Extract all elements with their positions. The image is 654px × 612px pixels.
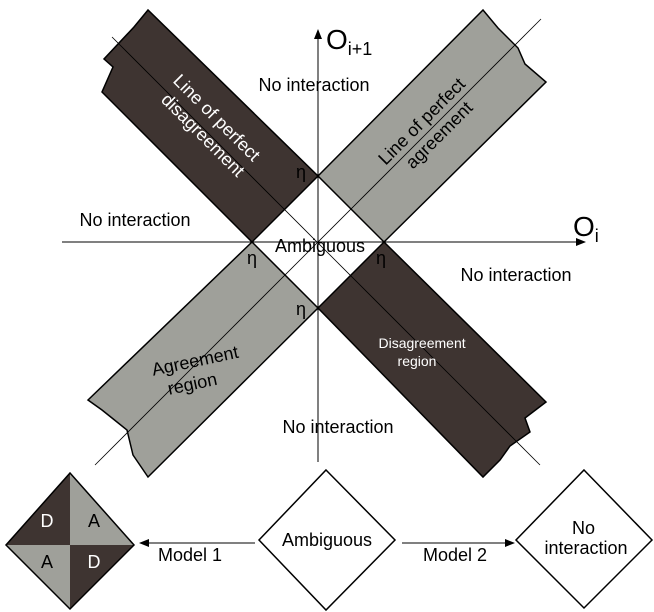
diamond-left-label: A bbox=[41, 552, 53, 572]
eta-marker-lower: η bbox=[296, 299, 306, 319]
ambiguous-diamond-label: Ambiguous bbox=[282, 530, 372, 550]
disagreement-region-label: Disagreement region bbox=[378, 335, 469, 369]
no-interaction-diamond: No interaction bbox=[514, 468, 654, 610]
disagreement-band-lower bbox=[316, 240, 548, 479]
eta-marker-right: η bbox=[376, 248, 386, 268]
line-of-perfect-disagreement bbox=[111, 36, 541, 466]
no-interaction-top: No interaction bbox=[258, 75, 369, 95]
ambiguous-center-label: Ambiguous bbox=[275, 236, 365, 256]
no-interaction-left: No interaction bbox=[79, 210, 190, 230]
agreement-band-lower bbox=[86, 240, 320, 479]
eta-marker-left: η bbox=[247, 248, 257, 268]
no-interaction-bottom: No interaction bbox=[282, 417, 393, 437]
no-interaction-right: No interaction bbox=[460, 265, 571, 285]
diamond-top-label: D bbox=[41, 511, 54, 531]
diamond-bottom-label: D bbox=[88, 552, 101, 572]
diamond-outline bbox=[4, 471, 136, 611]
no-interaction-diamond-label: No interaction bbox=[544, 518, 627, 558]
disagreement-band-upper bbox=[101, 8, 320, 244]
bands bbox=[86, 8, 548, 479]
ambiguous-diamond: Ambiguous bbox=[257, 468, 397, 612]
no-interaction-diamond-outline bbox=[514, 468, 654, 610]
classification-diamond: D A A D bbox=[4, 471, 136, 611]
eta-marker-upper: η bbox=[296, 162, 306, 182]
axes bbox=[62, 29, 586, 462]
ambiguous-diamond-outline bbox=[257, 468, 397, 612]
x-axis-label: Oi bbox=[573, 211, 599, 246]
model2-label: Model 2 bbox=[423, 545, 487, 565]
line-of-perfect-agreement bbox=[94, 18, 542, 466]
diagonals bbox=[94, 18, 542, 466]
y-axis-label: Oi+1 bbox=[326, 24, 372, 59]
diamond-right-label: A bbox=[88, 511, 100, 531]
model-diagram: D A A D Ambiguous No interaction Model 1… bbox=[4, 468, 654, 612]
model1-label: Model 1 bbox=[158, 545, 222, 565]
agreement-band-upper bbox=[316, 8, 548, 244]
